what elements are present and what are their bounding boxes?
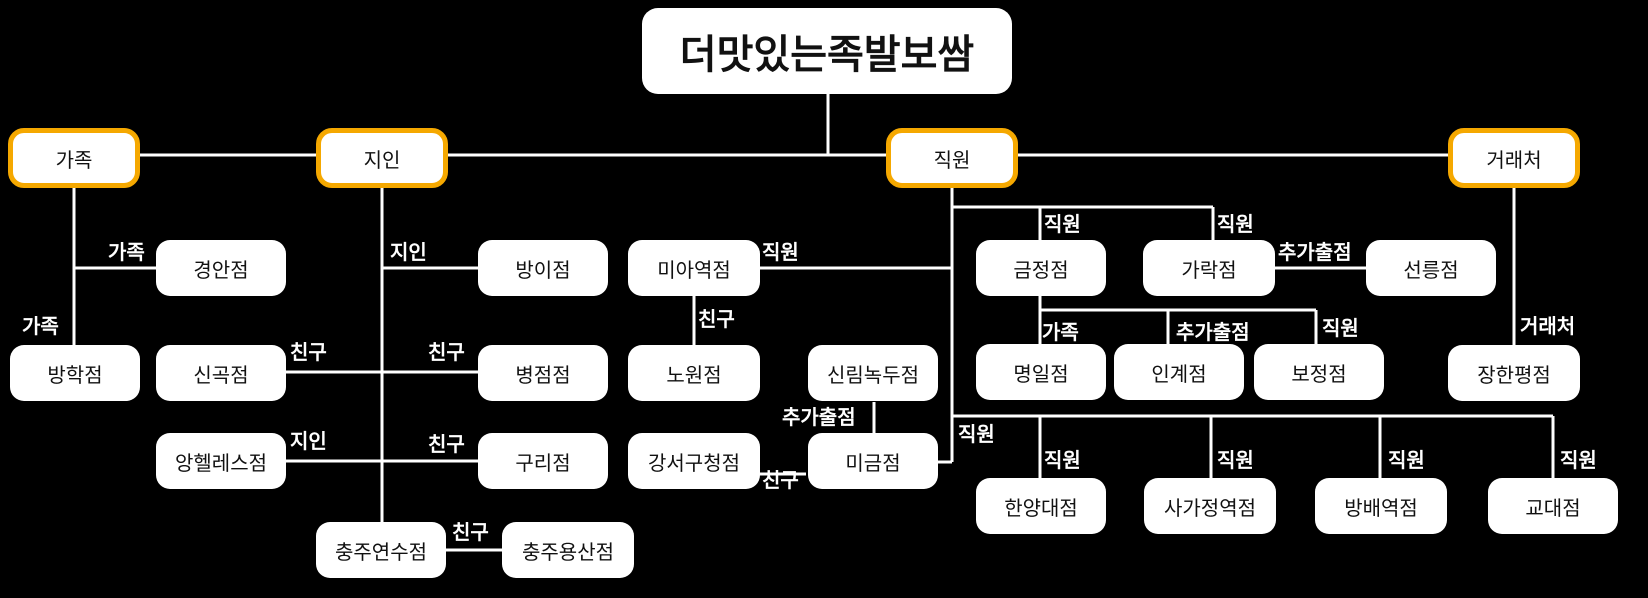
store-angheles: 앙헬레스점 <box>156 433 286 489</box>
store-garak: 가락점 <box>1143 240 1275 296</box>
store-byeongjeom: 병점점 <box>478 345 608 401</box>
store-gyodae: 교대점 <box>1488 478 1618 534</box>
relation-label: 추가출점 <box>1278 240 1352 264</box>
store-bojeong: 보정점 <box>1254 344 1384 400</box>
store-guri: 구리점 <box>478 433 608 489</box>
relation-label: 지인 <box>290 429 327 453</box>
store-myeongil: 명일점 <box>976 344 1106 400</box>
relation-label: 가족 <box>1042 320 1079 344</box>
store-miayeok: 미아역점 <box>628 240 760 296</box>
store-singok: 신곡점 <box>156 345 286 401</box>
store-sagajeong: 사가정역점 <box>1144 478 1276 534</box>
root-title: 더맛있는족발보쌈 <box>642 8 1012 94</box>
relation-label: 추가출점 <box>1176 320 1250 344</box>
relation-label: 친구 <box>290 340 327 364</box>
relation-label: 친구 <box>762 468 799 492</box>
relation-label: 거래처 <box>1520 314 1576 338</box>
relation-label: 추가출점 <box>782 405 856 429</box>
store-banghak: 방학점 <box>10 345 140 401</box>
relation-label: 가족 <box>108 240 145 264</box>
store-ingye: 인계점 <box>1114 344 1244 400</box>
relation-label: 친구 <box>428 340 465 364</box>
relation-label: 직원 <box>1217 212 1254 236</box>
category-employee: 직원 <box>886 128 1018 188</box>
store-gyeongan: 경안점 <box>156 240 286 296</box>
relation-label: 직원 <box>1044 448 1081 472</box>
store-bangi: 방이점 <box>478 240 608 296</box>
relation-label: 친구 <box>452 520 489 544</box>
relation-label: 가족 <box>22 314 59 338</box>
store-hanyang: 한양대점 <box>976 478 1106 534</box>
store-janghan: 장한평점 <box>1448 345 1580 401</box>
category-partner: 거래처 <box>1448 128 1580 188</box>
relation-label: 직원 <box>1388 448 1425 472</box>
relation-label: 직원 <box>1560 448 1597 472</box>
store-migeum: 미금점 <box>808 433 938 489</box>
relation-label: 직원 <box>1322 316 1359 340</box>
relation-label: 직원 <box>958 422 995 446</box>
store-chungju-yeonsu: 충주연수점 <box>316 522 446 578</box>
store-sillim: 신림녹두점 <box>808 345 938 401</box>
relation-label: 지인 <box>390 240 427 264</box>
store-geumjeong: 금정점 <box>976 240 1106 296</box>
relation-label: 친구 <box>428 432 465 456</box>
relation-label: 친구 <box>698 307 735 331</box>
store-gangseo: 강서구청점 <box>628 433 760 489</box>
category-family: 가족 <box>8 128 140 188</box>
category-acquaintance: 지인 <box>316 128 448 188</box>
relation-label: 직원 <box>762 240 799 264</box>
relation-label: 직원 <box>1044 212 1081 236</box>
store-nowon: 노원점 <box>628 345 760 401</box>
store-bangbae: 방배역점 <box>1315 478 1447 534</box>
store-seolleung: 선릉점 <box>1366 240 1496 296</box>
store-chungju-yongsan: 충주용산점 <box>502 522 634 578</box>
relation-label: 직원 <box>1217 448 1254 472</box>
